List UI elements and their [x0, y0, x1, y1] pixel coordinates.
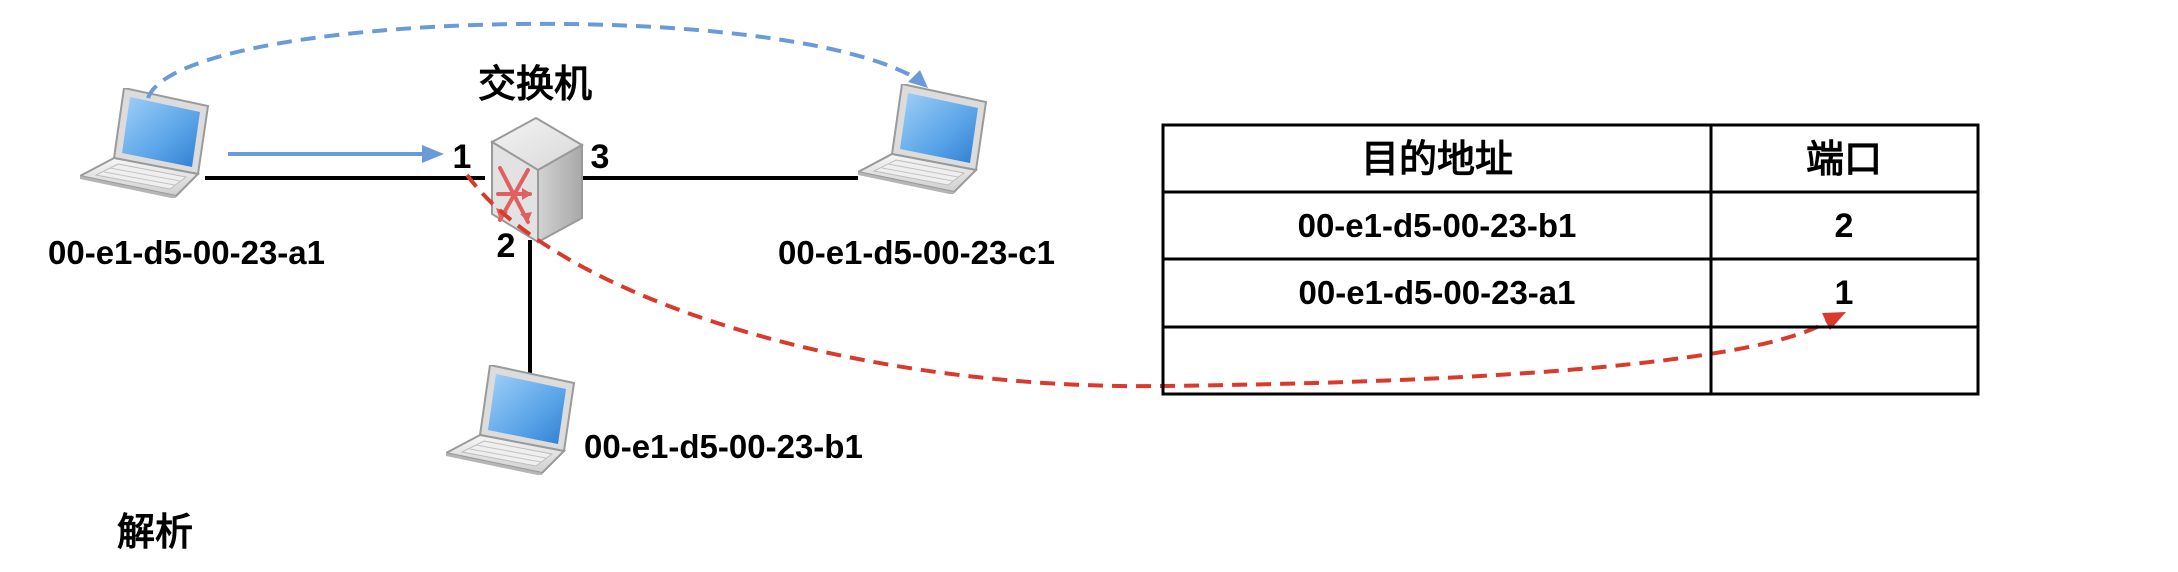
table-header-address: 目的地址 — [1361, 137, 1513, 181]
table-row-2-address: 00-e1-d5-00-23-a1 — [1299, 274, 1576, 311]
table-header-port: 端口 — [1806, 137, 1882, 181]
send-arrowhead — [422, 145, 444, 163]
learn-arc — [465, 173, 1832, 389]
port-2-label: 2 — [497, 227, 516, 265]
caption: 解析 — [117, 510, 193, 554]
table-row-1-port: 2 — [1835, 207, 1854, 245]
flood-arrowhead — [908, 70, 928, 88]
laptop-c-icon — [858, 84, 987, 194]
table-row-2-port: 1 — [1835, 274, 1854, 312]
port-3-label: 3 — [591, 138, 610, 176]
table-row-1-address: 00-e1-d5-00-23-b1 — [1298, 207, 1577, 244]
switch-title: 交换机 — [478, 62, 592, 106]
switch-icon — [489, 116, 584, 244]
flood-arc — [146, 21, 924, 99]
host-b-mac: 00-e1-d5-00-23-b1 — [584, 428, 863, 465]
mac-table: 目的地址 端口 00-e1-d5-00-23-b1 2 00-e1-d5-00-… — [1161, 123, 1980, 396]
laptop-a-icon — [80, 88, 209, 198]
host-c-mac: 00-e1-d5-00-23-c1 — [778, 234, 1055, 271]
port-1-label: 1 — [453, 138, 472, 176]
laptop-b-icon — [446, 365, 575, 475]
host-a-mac: 00-e1-d5-00-23-a1 — [48, 234, 325, 271]
